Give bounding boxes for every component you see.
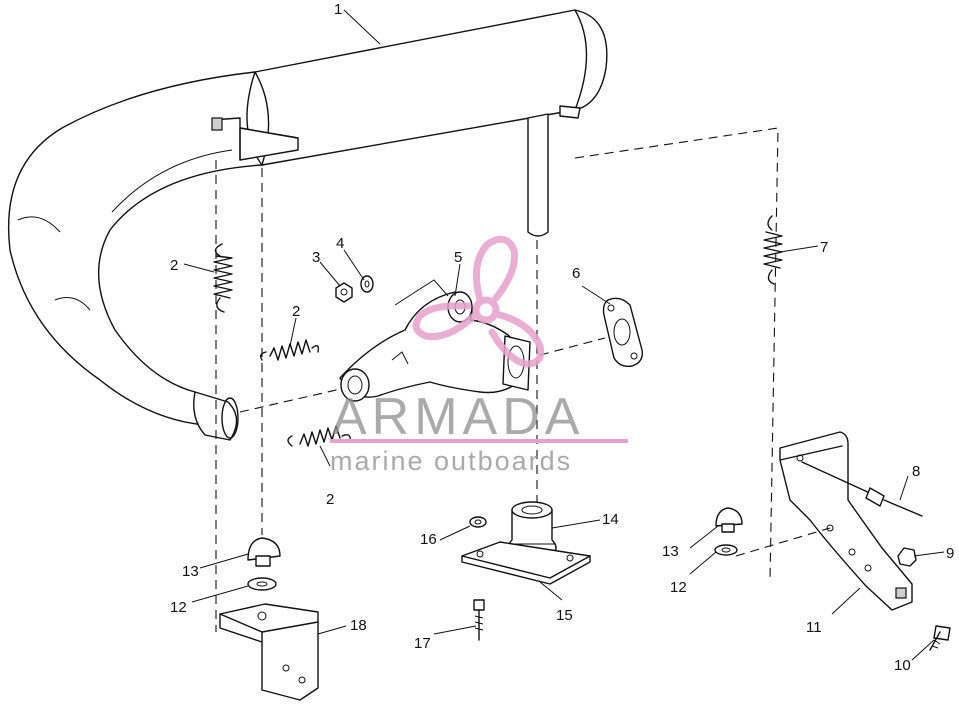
muffler-assembly <box>7 9 608 441</box>
callout-16: 16 <box>420 531 437 548</box>
armada-watermark: ARMADA marine outboards <box>330 235 628 476</box>
callout-labels: 1 2 2 2 3 4 5 6 7 8 9 10 11 12 12 13 13 … <box>170 1 954 674</box>
callout-5: 5 <box>454 249 462 266</box>
watermark-brand: ARMADA <box>332 388 584 446</box>
nut-3 <box>335 282 353 303</box>
propeller-logo-icon <box>412 235 545 368</box>
screw-17 <box>473 599 485 641</box>
watermark-tagline: marine outboards <box>330 446 572 476</box>
callout-13-right: 13 <box>662 543 679 560</box>
callout-18: 18 <box>350 617 367 634</box>
callout-8: 8 <box>912 463 920 480</box>
bracket-11 <box>779 431 913 611</box>
callout-4: 4 <box>336 235 344 252</box>
callout-12-left: 12 <box>170 599 187 616</box>
washer-16 <box>469 516 487 528</box>
cap-13-left <box>247 537 281 567</box>
callout-2-lower: 2 <box>326 491 334 508</box>
cap-13-right <box>715 507 743 533</box>
callout-12-right: 12 <box>670 579 687 596</box>
leader-lines <box>183 9 945 661</box>
callout-9: 9 <box>946 545 954 562</box>
bolt-8 <box>801 461 923 517</box>
callout-2-left: 2 <box>170 257 178 274</box>
screw-10 <box>929 625 951 651</box>
callout-15: 15 <box>556 607 573 624</box>
washer-12-left <box>247 577 277 591</box>
callout-17: 17 <box>414 635 431 652</box>
callout-14: 14 <box>602 511 619 528</box>
bracket-18 <box>219 603 319 701</box>
callout-10: 10 <box>894 657 911 674</box>
callout-7: 7 <box>820 239 828 256</box>
callout-6: 6 <box>572 265 580 282</box>
assembly-dash-lines <box>215 127 779 632</box>
nut-9 <box>897 547 917 567</box>
mount-plate-15 <box>461 541 591 585</box>
callout-1: 1 <box>334 1 342 18</box>
callout-13-left: 13 <box>182 563 199 580</box>
dash-washer-to-bracket <box>735 527 831 557</box>
spring-middle-upper <box>259 339 320 361</box>
callout-3: 3 <box>312 249 320 266</box>
spring-left-vertical <box>213 243 233 313</box>
washer-12-right <box>714 544 738 556</box>
callout-11: 11 <box>806 619 822 636</box>
gasket-6 <box>602 297 643 368</box>
spring-right-vertical <box>763 215 783 285</box>
callout-2-middle: 2 <box>292 303 300 320</box>
